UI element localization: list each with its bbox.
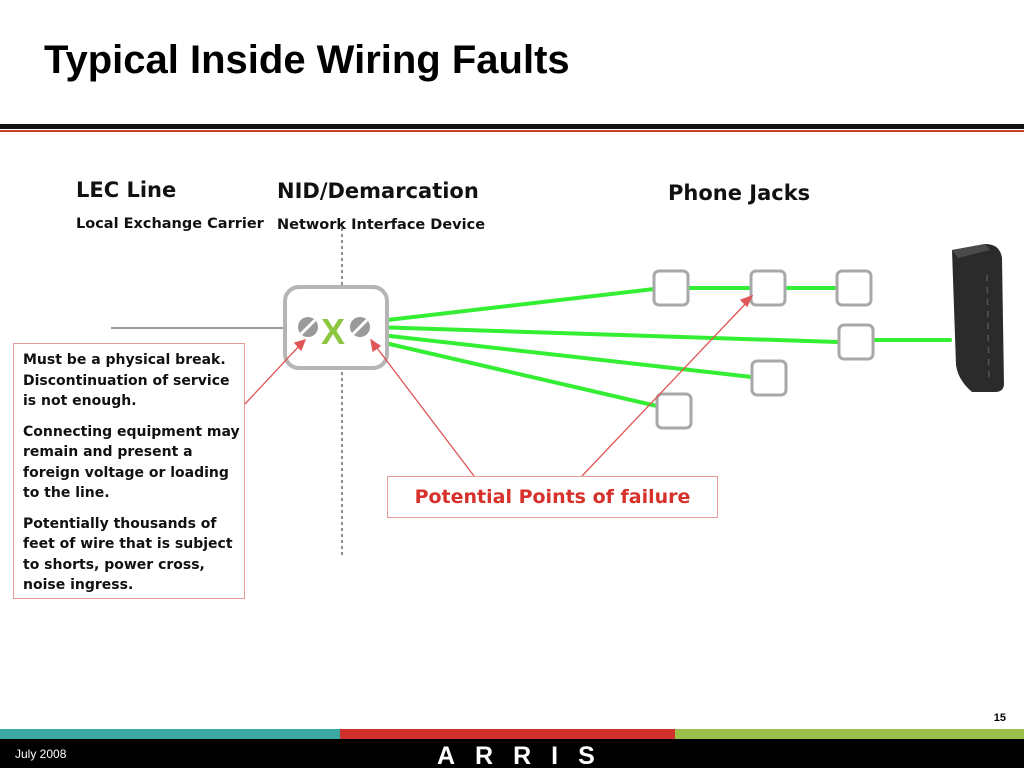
note-text: Must be a physical break. Discontinuatio… [23, 352, 230, 409]
nid-terminal-right [350, 317, 370, 337]
nid-terminal-left [298, 317, 318, 337]
break-mark: X [321, 311, 345, 352]
phone-jacks [652, 269, 875, 430]
phone-jack [835, 269, 873, 307]
phone-jack [837, 323, 875, 361]
callout-arrowhead [293, 338, 307, 352]
notes-callout: Must be a physical break. Discontinuatio… [13, 343, 245, 599]
phone-jack [749, 269, 787, 307]
callout-line [244, 343, 302, 405]
wire-to-jack-4 [370, 325, 840, 344]
footer-date: July 2008 [15, 747, 67, 761]
arris-logo: ARRIS [437, 742, 615, 770]
callout-line [581, 299, 750, 477]
failure-points-callout: Potential Points of failure [387, 476, 718, 518]
phone-jack [652, 269, 690, 307]
footer-stripe-green [675, 729, 1024, 739]
note-text: Connecting equipment may remain and pres… [23, 423, 240, 502]
callout-arrowhead [739, 294, 754, 308]
phone-jack [750, 359, 788, 397]
lec-subtitle: Local Exchange Carrier [76, 216, 264, 232]
footer-stripes [0, 729, 1024, 739]
footer-bar [0, 739, 1024, 768]
lec-title: LEC Line [76, 178, 177, 202]
title-rule-accent [0, 130, 1024, 132]
nid-box [283, 285, 389, 370]
inside-wiring [368, 286, 952, 408]
phone-jack [655, 392, 693, 430]
nid-title: NID/Demarcation [277, 179, 479, 203]
wire-to-jack-1 [368, 287, 656, 324]
nid-subtitle: Network Interface Device [277, 217, 486, 233]
callout-arrowhead [370, 338, 382, 353]
note-text: Potentially thousands of feet of wire th… [23, 515, 233, 594]
modem-icon [952, 244, 1004, 392]
slide-title: Typical Inside Wiring Faults [44, 38, 570, 82]
footer-stripe-red [340, 729, 675, 739]
callout-line [373, 343, 475, 477]
title-rule [0, 124, 1024, 129]
wire-to-jack-6 [370, 338, 659, 408]
callout-arrows [244, 294, 754, 477]
footer-stripe-teal [0, 729, 340, 739]
page-number: 15 [993, 712, 1006, 724]
wire-to-jack-5 [370, 332, 754, 379]
phone-jacks-title: Phone Jacks [668, 181, 811, 205]
